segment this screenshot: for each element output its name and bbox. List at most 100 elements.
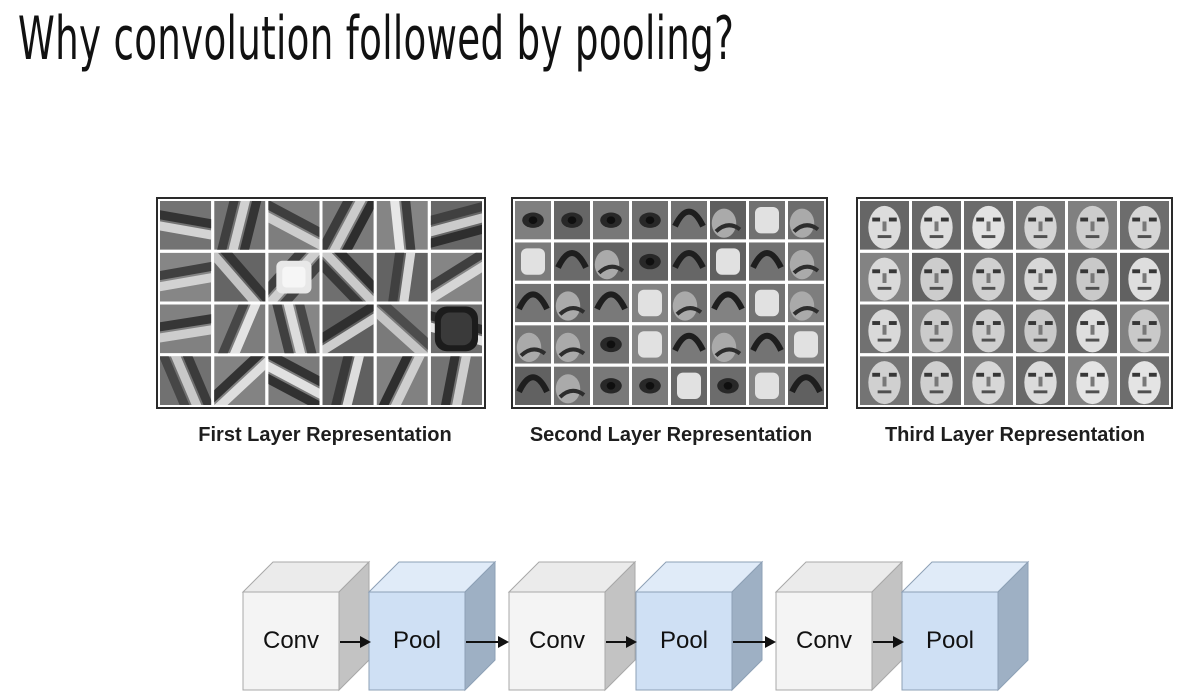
arrow-pool2-to-conv3 [733,636,776,648]
pool-block-2-label: Pool [659,627,709,654]
feature-tile [632,201,668,240]
feature-tile [632,366,668,405]
feature-tile [515,325,551,364]
feature-tile [1120,304,1169,354]
feature-tile [710,366,746,405]
feature-tile [749,242,785,281]
feature-tile [268,304,320,354]
feature-tile [749,201,785,240]
feature-tile [376,304,428,354]
conv-block-1: Conv [241,560,371,692]
feature-tile [1016,356,1065,405]
feature-tile [430,356,482,405]
feature-tile [515,366,551,405]
feature-tile [860,252,909,302]
feature-tile [376,252,428,302]
feature-tile [554,366,590,405]
second-layer-caption: Second Layer Representation [529,424,813,446]
feature-tile [554,325,590,364]
feature-tile [860,304,909,354]
pool-block-3: Pool [900,560,1030,692]
pool-block-2-cube [634,560,764,692]
conv-block-3: Conv [774,560,904,692]
feature-tile [912,252,961,302]
grid-lines [158,199,484,407]
feature-tile [710,201,746,240]
feature-tile [554,201,590,240]
feature-tile [376,356,428,405]
feature-tile [710,325,746,364]
cube-front-face [242,591,340,691]
feature-tile [671,283,707,323]
feature-tile [322,201,374,250]
feature-tile [593,242,629,281]
pool-block-1: Pool [367,560,497,692]
feature-tile [322,356,374,405]
feature-tile [788,201,824,240]
feature-tile [515,201,551,240]
feature-tile [788,242,824,281]
arrow-conv2-to-pool2 [606,636,637,648]
conv-block-2: Conv [507,560,637,692]
feature-tile [964,201,1013,250]
conv-block-2-label: Conv [528,627,586,654]
conv-block-2-cube [507,560,637,692]
second-layer-grid [511,197,828,409]
feature-tile [515,283,551,323]
feature-tile [912,356,961,405]
feature-tile [671,366,707,405]
feature-tile [788,366,824,405]
feature-tile [160,356,212,405]
feature-tile [749,325,785,364]
third-layer-caption: Third Layer Representation [884,424,1146,446]
feature-tile [912,304,961,354]
conv-block-1-label: Conv [262,627,320,654]
conv-block-3-label: Conv [795,627,853,654]
feature-tile [160,304,212,354]
feature-tile [1016,304,1065,354]
feature-tile [160,252,212,302]
grid-lines [858,199,1171,407]
feature-tile [710,242,746,281]
feature-tile [749,366,785,405]
feature-tile [214,356,266,405]
feature-tile [554,242,590,281]
feature-tile [268,252,320,302]
cube-front-face [508,591,606,691]
feature-tile [964,252,1013,302]
feature-tile [632,325,668,364]
third-layer-panel [856,197,1173,409]
feature-tile [593,366,629,405]
feature-tile [1068,201,1117,250]
feature-tile [1068,304,1117,354]
feature-tile [1120,201,1169,250]
feature-tile [632,283,668,323]
first-layer-caption: First Layer Representation [198,424,452,446]
arrow-conv1-to-pool1 [340,636,371,648]
feature-tile [214,201,266,250]
feature-tile [268,201,320,250]
feature-tile [554,283,590,323]
second-layer-panel [511,197,828,409]
feature-tile [515,242,551,281]
feature-tile [593,201,629,240]
cube-front-face [901,591,999,691]
cube-front-face [775,591,873,691]
conv-block-3-cube [774,560,904,692]
pool-block-1-label: Pool [392,627,442,654]
feature-tile [671,325,707,364]
pool-block-3-label: Pool [925,627,975,654]
feature-tile [912,201,961,250]
conv-block-1-cube [241,560,371,692]
feature-tile [964,304,1013,354]
arrow-pool1-to-conv2 [466,636,509,648]
third-layer-grid [856,197,1173,409]
feature-tile [430,201,483,250]
feature-tile [749,283,785,323]
slide-title: Why convolution followed by pooling? [18,4,735,74]
pool-block-1-cube [367,560,497,692]
feature-tile [964,356,1013,405]
feature-tile [593,283,629,323]
feature-tile [671,201,707,240]
feature-tile [671,242,707,281]
